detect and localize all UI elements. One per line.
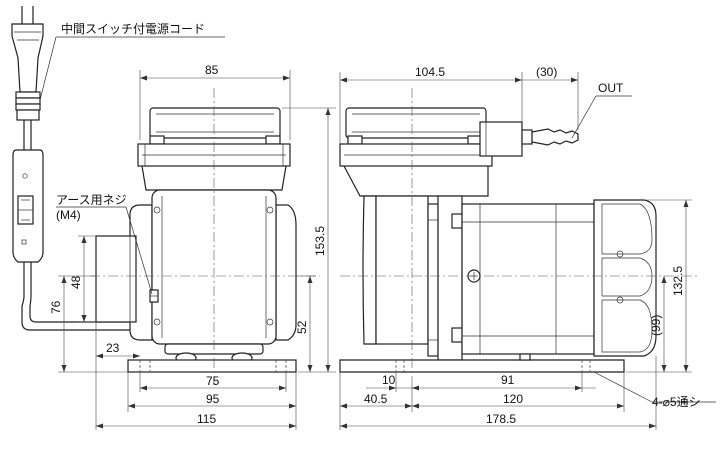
dim-base-inner: 75	[206, 374, 220, 388]
dim-height-total: 153.5	[313, 226, 327, 256]
dim-lower-height: 52	[295, 320, 309, 334]
dim-side-width: 48	[69, 275, 83, 289]
earth-screw-label: アース用ネジ	[56, 193, 127, 207]
dim-side-offset: 76	[49, 300, 63, 314]
dim-width-top: 85	[205, 63, 219, 77]
side-view-pump	[339, 107, 657, 373]
dim-total-length: 178.5	[486, 412, 516, 426]
outlet-callout: OUT	[571, 81, 632, 139]
front-view-dimensions: 85 153.5 52 48 76 23	[49, 63, 336, 430]
front-view-centerlines	[90, 88, 320, 385]
front-view-pump	[95, 107, 297, 373]
dim-front-offset: 40.5	[364, 392, 388, 406]
power-cord-with-switch	[11, 6, 134, 331]
power-cord-label: 中間スイッチ付電源コード	[61, 21, 205, 36]
dim-foot-offset: 10	[382, 373, 396, 387]
mount-holes-callout: 4-⌀5通シ	[593, 371, 716, 409]
dim-motor-height: 132.5	[671, 266, 685, 296]
side-view-centerlines	[340, 88, 700, 385]
dim-base-outer: 95	[206, 392, 220, 406]
dim-base-length: 120	[503, 392, 523, 406]
dim-outlet-proj: (30)	[536, 65, 557, 79]
side-view-dimensions: 104.5 (30) 132.5 (99) 10 91	[339, 65, 692, 430]
earth-screw-size-label: (M4)	[56, 208, 81, 222]
dim-side-depth: 23	[106, 341, 120, 355]
dim-head-width: 104.5	[415, 65, 445, 79]
mount-holes-label: 4-⌀5通シ	[652, 395, 701, 409]
power-cord-leader: 中間スイッチ付電源コード	[39, 21, 225, 101]
dim-total-width: 115	[197, 412, 216, 426]
outlet-label: OUT	[598, 81, 624, 95]
dim-hole-pitch: 91	[501, 373, 515, 387]
dim-center-height: (99)	[649, 315, 663, 336]
earth-screw-callout: アース用ネジ (M4)	[56, 193, 153, 295]
